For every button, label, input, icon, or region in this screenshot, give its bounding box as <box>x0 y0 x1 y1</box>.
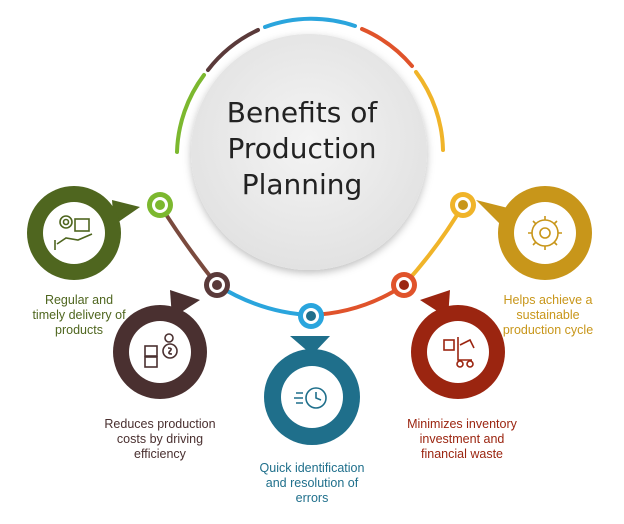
benefit-bubble-inventory <box>411 290 505 399</box>
top-arc-yellow <box>414 70 445 152</box>
dot-red <box>391 272 417 298</box>
title-line-3: Planning <box>241 168 363 201</box>
page-title: Benefits of Production Planning <box>196 95 408 203</box>
bottom-arc-blue <box>215 283 312 317</box>
bottom-arc-yellow <box>402 204 465 287</box>
benefit-label-costs: Reduces production costs by driving effi… <box>95 417 225 462</box>
label-line: Reduces production <box>104 417 216 431</box>
boxes-with-dollar-coin-icon <box>144 333 178 368</box>
label-line: efficiency <box>134 447 186 461</box>
label-line: Minimizes inventory <box>407 417 517 431</box>
label-line: Regular and <box>44 293 114 307</box>
bottom-arc-green <box>158 203 219 287</box>
label-line: Quick identification <box>259 461 365 475</box>
benefit-label-errors: Quick identification and resolution of e… <box>237 461 387 506</box>
benefit-label-inventory: Minimizes inventory investment and finan… <box>392 417 532 462</box>
label-line: production cycle <box>502 323 594 337</box>
benefit-bubble-costs <box>113 290 207 399</box>
benefit-bubble-delivery <box>27 186 140 280</box>
benefit-label-delivery: Regular and timely delivery of products <box>14 293 144 338</box>
benefit-bubble-sustainable <box>476 186 592 280</box>
label-line: costs by driving <box>116 432 204 446</box>
dot-green <box>147 192 173 218</box>
label-line: financial waste <box>421 447 503 461</box>
hand-with-gear-and-box-icon <box>54 215 93 250</box>
dot-blue <box>298 303 324 329</box>
label-line: Helps achieve a <box>503 293 593 307</box>
center-circle <box>191 34 427 270</box>
title-line-1: Benefits of <box>226 96 378 129</box>
dot-yellow <box>450 192 476 218</box>
label-line: timely delivery of <box>32 308 126 322</box>
top-arc-green <box>175 73 206 154</box>
cycle-gear-icon <box>528 216 562 250</box>
top-arc-red <box>360 27 414 68</box>
benefit-label-sustainable: Helps achieve a sustainable production c… <box>478 293 618 338</box>
fast-clock-icon <box>294 387 327 409</box>
title-line-2: Production <box>227 132 377 165</box>
top-arc-blue <box>263 16 357 29</box>
label-line: and resolution of <box>265 476 359 490</box>
bottom-arc-red <box>310 283 406 317</box>
benefit-bubble-errors <box>264 336 360 445</box>
label-line: products <box>55 323 103 337</box>
label-line: investment and <box>419 432 505 446</box>
label-line: sustainable <box>516 308 580 322</box>
label-line: errors <box>295 491 329 505</box>
top-arc-brown <box>206 28 260 72</box>
dot-brown <box>204 272 230 298</box>
hand-truck-with-boxes-icon <box>443 337 475 368</box>
